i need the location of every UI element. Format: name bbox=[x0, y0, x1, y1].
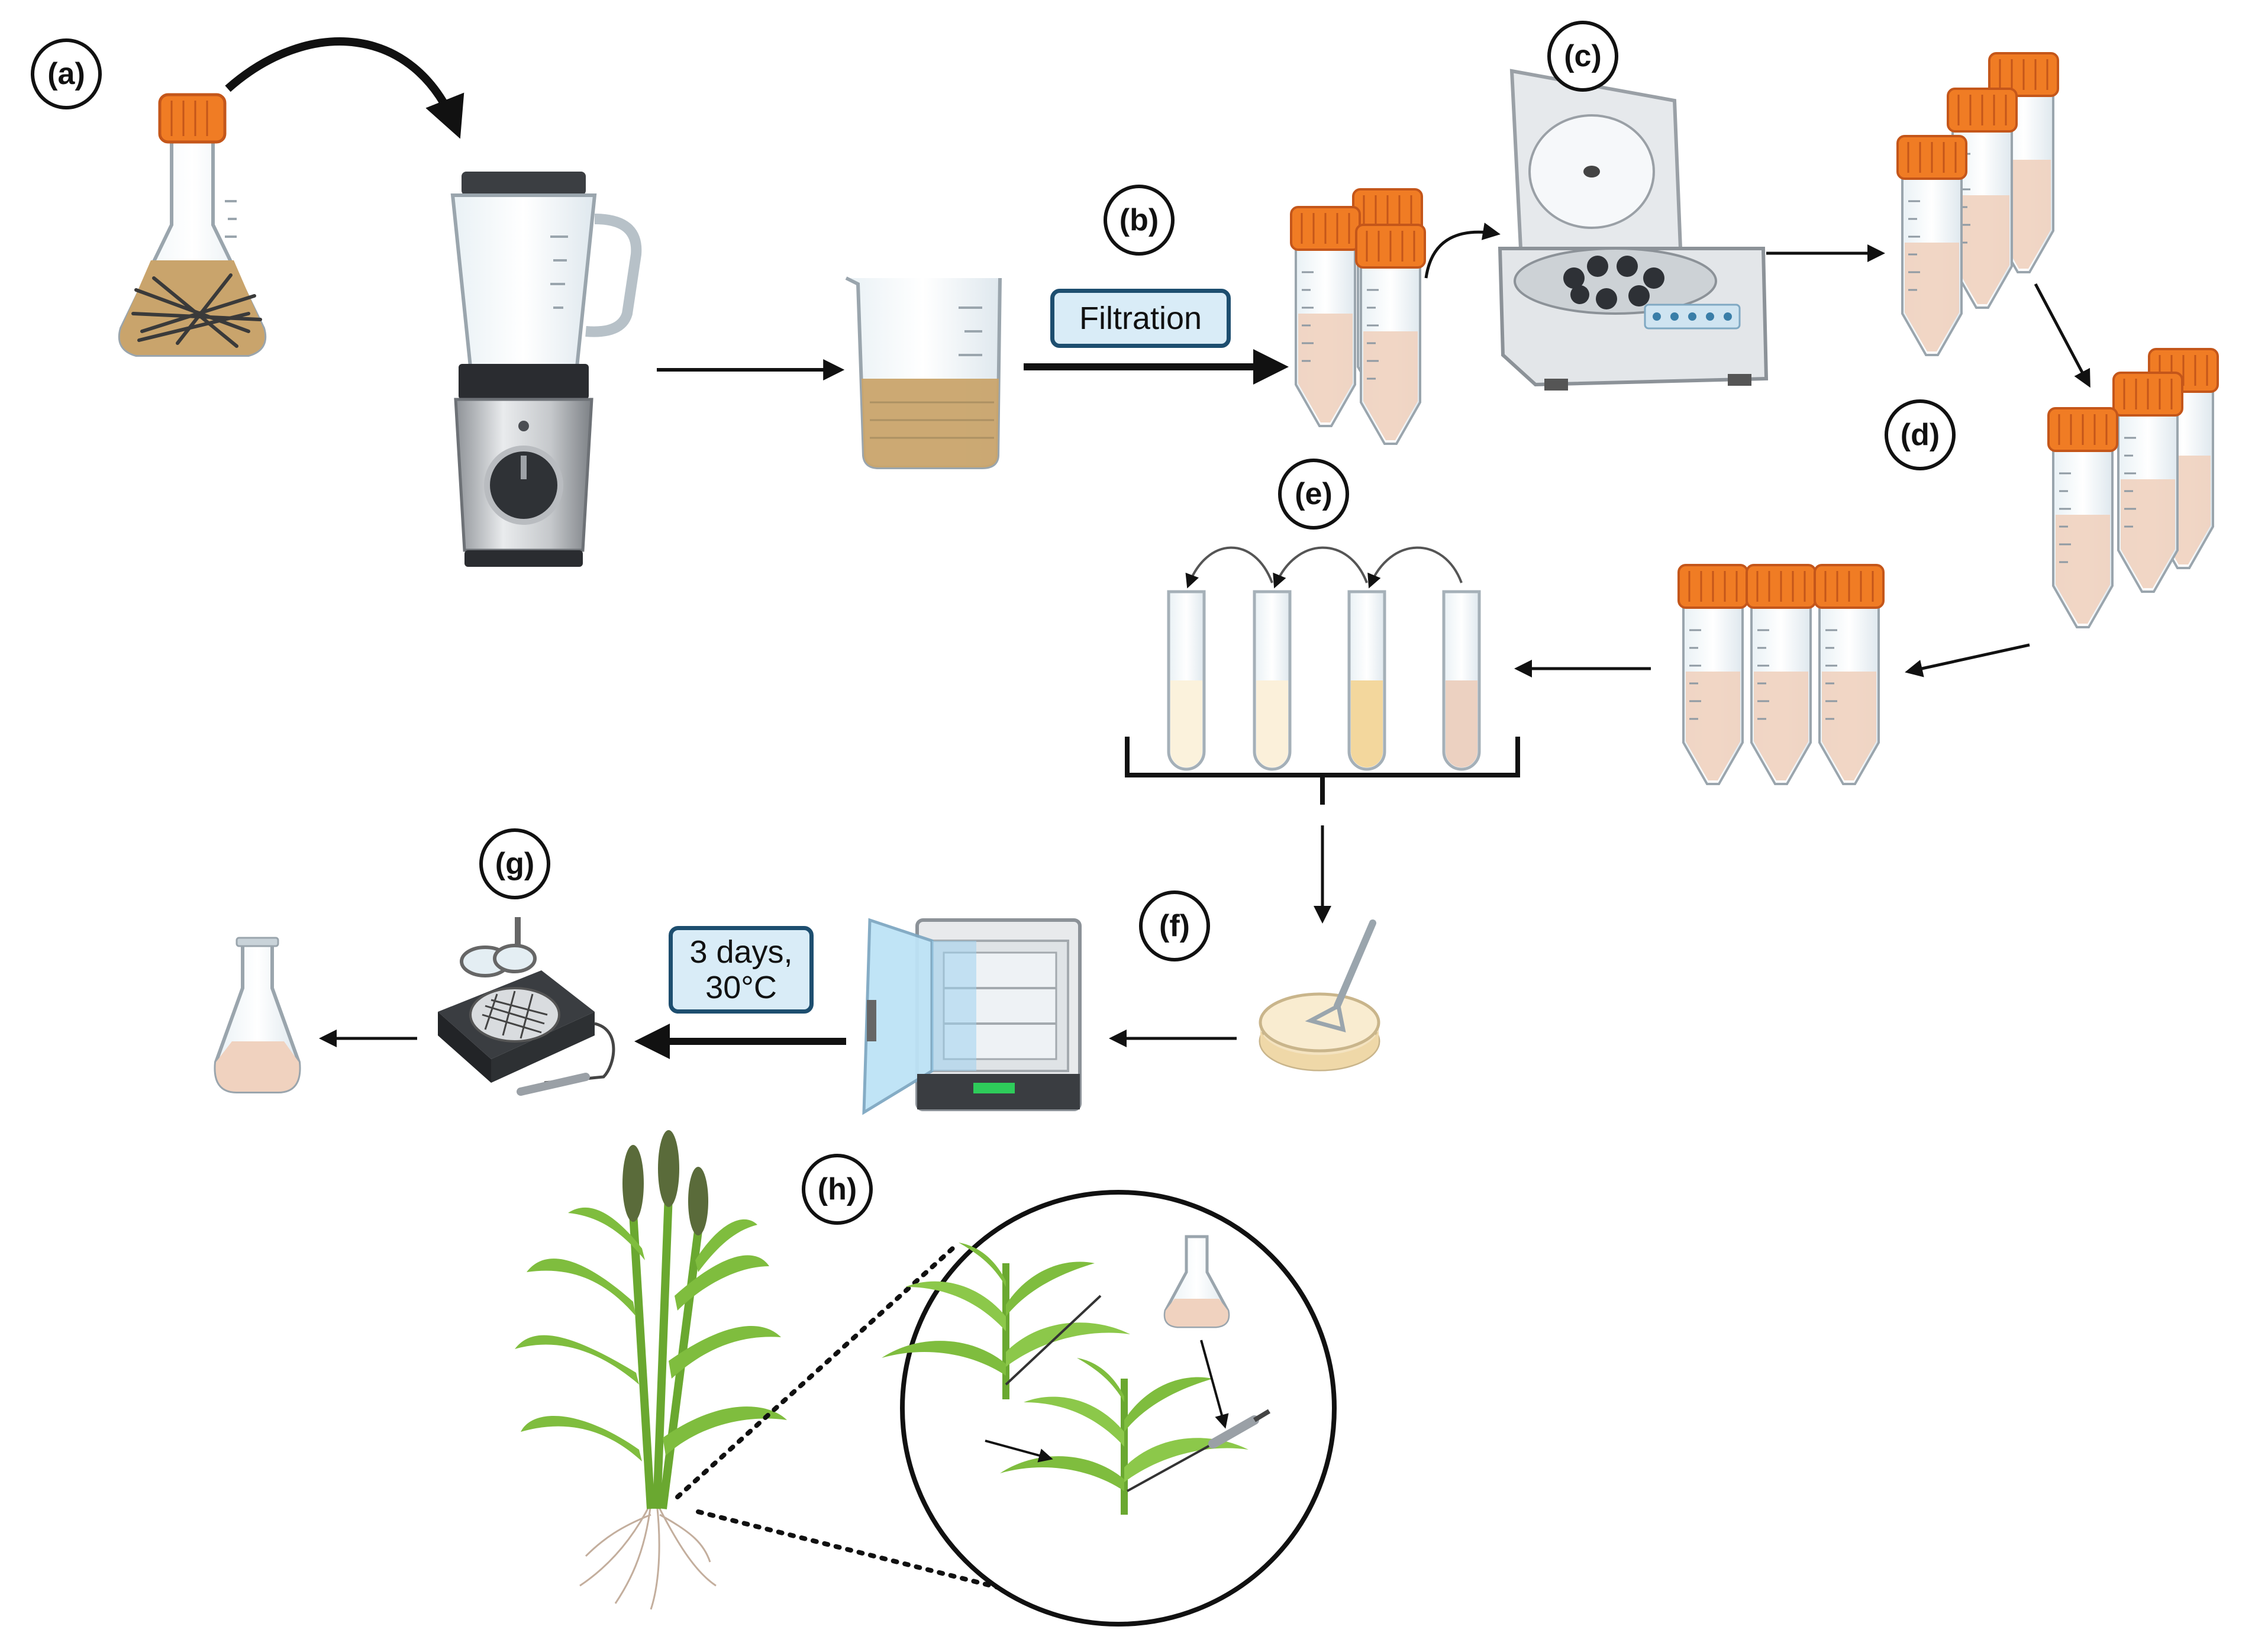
step-label-a: (a) bbox=[31, 38, 102, 109]
incubator-icon bbox=[862, 918, 1082, 1115]
step-label-c: (c) bbox=[1547, 21, 1618, 92]
flask-icon bbox=[1163, 1235, 1230, 1328]
petri-dish-icon bbox=[1259, 919, 1380, 1072]
step-label-e: (e) bbox=[1278, 459, 1349, 530]
step-label-b: (b) bbox=[1104, 185, 1175, 256]
zoom-circle bbox=[900, 1190, 1337, 1627]
step-label-h: (h) bbox=[802, 1154, 873, 1225]
incubation-tag: 3 days, 30°C bbox=[669, 926, 814, 1014]
test-tube-icon bbox=[1169, 592, 1479, 769]
filtration-tag: Filtration bbox=[1050, 289, 1231, 348]
centrifuge-tube-icon bbox=[1896, 52, 2059, 356]
flask-icon bbox=[214, 937, 301, 1093]
step-label-g: (g) bbox=[479, 828, 550, 899]
plant-icon bbox=[515, 1130, 787, 1610]
centrifuge-tube-icon bbox=[1290, 188, 1426, 445]
blender-icon bbox=[450, 172, 642, 567]
step-label-d: (d) bbox=[1885, 399, 1956, 470]
colony-counter-icon bbox=[438, 917, 615, 1096]
flask-icon bbox=[118, 93, 267, 357]
step-label-f: (f) bbox=[1139, 890, 1210, 961]
centrifuge-tube-icon bbox=[2047, 348, 2219, 628]
syringe-icon bbox=[1005, 1295, 1271, 1492]
centrifuge-icon bbox=[1498, 69, 1769, 391]
beaker-icon bbox=[845, 276, 1002, 469]
centrifuge-tube-icon bbox=[1677, 564, 1885, 785]
